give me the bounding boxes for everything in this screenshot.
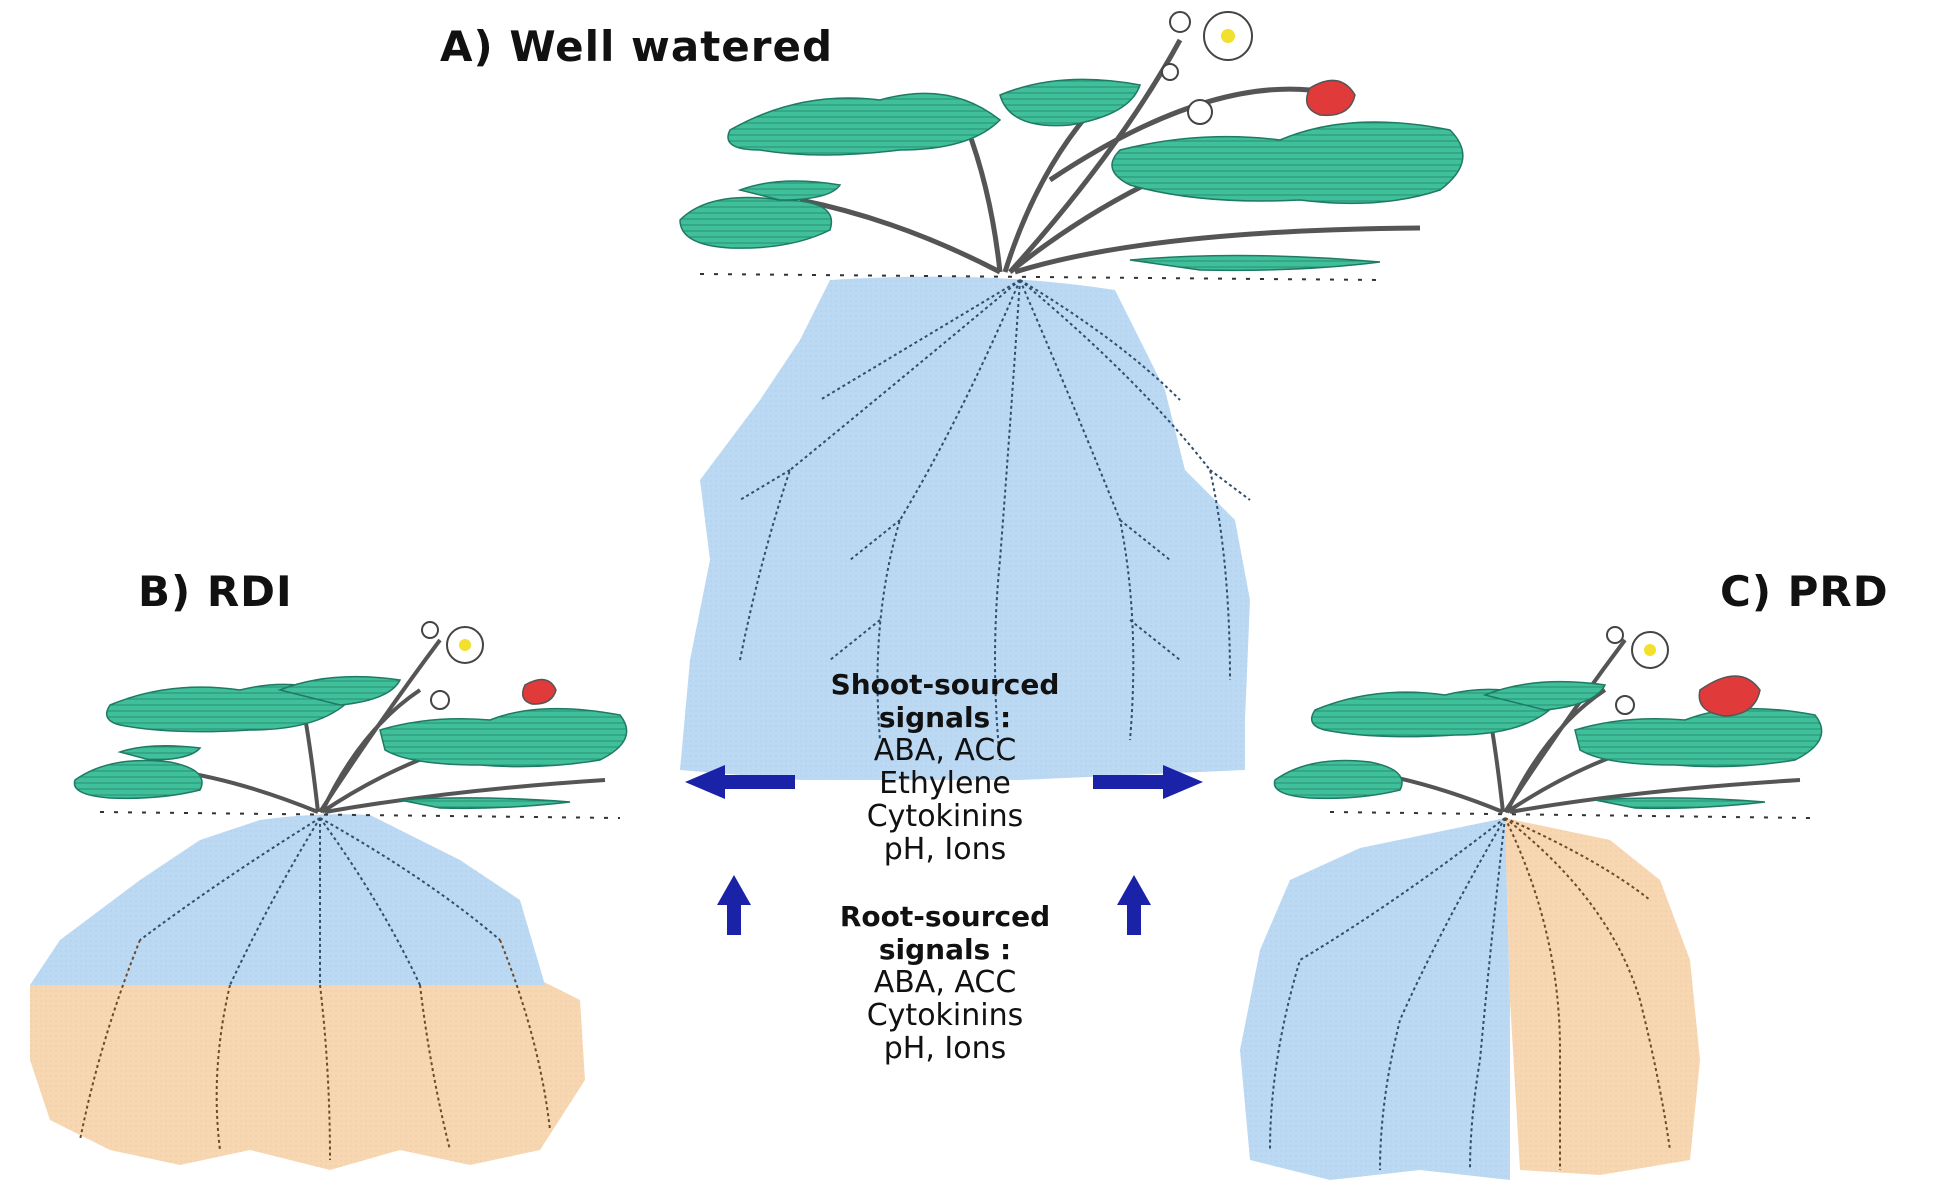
root-signals-heading: Root-sourced (839, 900, 1051, 933)
panel-title-prd: C) PRD (1720, 567, 1889, 616)
roots-dry (79, 939, 551, 1161)
wet-soil-region (1240, 818, 1510, 1180)
dry-soil-region (30, 975, 585, 1170)
plant-well-watered (679, 11, 1464, 780)
ground-line (699, 273, 1381, 281)
flowers (421, 621, 484, 710)
roots-wet (1269, 817, 1506, 1171)
flowers (1606, 626, 1669, 715)
dry-soil-region (1505, 818, 1700, 1175)
shoot-signals-heading: signals : (878, 701, 1012, 734)
panel-title-rdi: B) RDI (138, 567, 293, 616)
arrow-left-icon (685, 765, 795, 799)
plant-prd (1240, 626, 1823, 1180)
signal-item: ABA, ACC (873, 965, 1017, 1000)
ground-line (1329, 811, 1811, 819)
arrow-right-icon (1093, 765, 1203, 799)
leaves (679, 78, 1464, 272)
signal-item: ABA, ACC (873, 733, 1017, 768)
strawberry-fruit (1305, 79, 1356, 117)
signal-item: pH, Ions (883, 832, 1007, 867)
plant-rdi (30, 621, 628, 1170)
signal-item: pH, Ions (883, 1031, 1007, 1066)
arrow-up-icon (1117, 875, 1151, 935)
strawberry-fruit (1698, 675, 1761, 717)
ground-line (99, 811, 621, 819)
shoot-signals: Shoot-sourced signals : ABA, ACC Ethylen… (745, 668, 1145, 866)
leaves (1273, 680, 1823, 810)
signal-item: Cytokinins (866, 799, 1024, 834)
panel-title-well-watered: A) Well watered (440, 22, 834, 71)
leaves (73, 675, 628, 810)
shoot-signals-heading: Shoot-sourced (830, 668, 1060, 701)
signal-arrows (685, 765, 1203, 935)
wet-soil-region (30, 814, 545, 985)
flowers (1161, 11, 1253, 125)
roots-dry (1504, 817, 1671, 1170)
roots-wet (139, 817, 501, 986)
root-signals: Root-sourced signals : ABA, ACC Cytokini… (745, 900, 1145, 1065)
signal-item: Ethylene (879, 766, 1011, 801)
signal-item: Cytokinins (866, 998, 1024, 1033)
arrow-up-icon (717, 875, 751, 935)
root-signals-heading: signals : (878, 933, 1012, 966)
strawberry-fruit (521, 678, 557, 705)
roots-wet (739, 279, 1251, 761)
wet-soil-region (680, 276, 1250, 780)
